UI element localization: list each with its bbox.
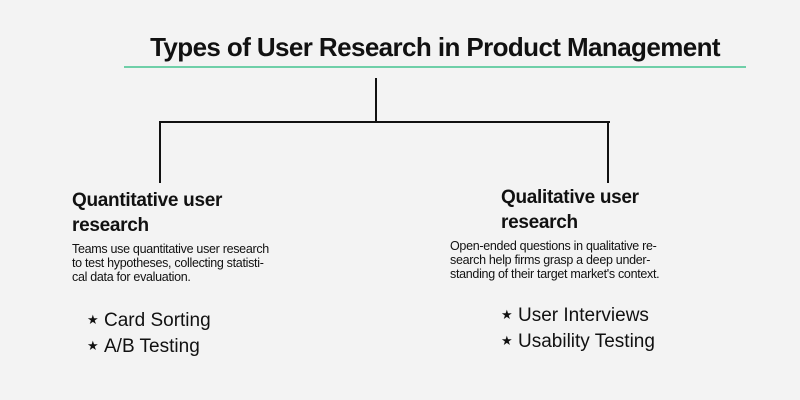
list-item: ★ Card Sorting xyxy=(87,307,211,333)
quantitative-heading: Quantitative user research xyxy=(72,188,222,238)
star-icon: ★ xyxy=(501,333,513,348)
star-icon: ★ xyxy=(87,312,99,327)
description-line: to test hypotheses, collecting statisti- xyxy=(72,256,264,270)
description-line: Teams use quantitative user research xyxy=(72,242,269,256)
star-icon: ★ xyxy=(87,338,99,353)
description-line: Open-ended questions in qualitative re- xyxy=(450,239,657,253)
list-item-label: Card Sorting xyxy=(104,310,211,331)
connector-left xyxy=(159,121,161,183)
qualitative-methods-list: ★ User Interviews ★ Usability Testing xyxy=(501,302,655,354)
qualitative-heading: Qualitative user research xyxy=(501,185,639,235)
connector-right xyxy=(607,121,609,183)
quantitative-description: Teams use quantitative user research to … xyxy=(72,242,269,284)
list-item-label: User Interviews xyxy=(518,305,649,326)
heading-line: research xyxy=(72,215,149,236)
title-underline xyxy=(124,66,746,68)
star-icon: ★ xyxy=(501,307,513,322)
description-line: cal data for evaluation. xyxy=(72,270,191,284)
heading-line: Qualitative user xyxy=(501,187,639,208)
diagram-title: Types of User Research in Product Manage… xyxy=(150,32,720,62)
qualitative-description: Open-ended questions in qualitative re- … xyxy=(450,239,660,281)
connector-horizontal xyxy=(159,121,610,123)
quantitative-methods-list: ★ Card Sorting ★ A/B Testing xyxy=(87,307,211,359)
list-item: ★ User Interviews xyxy=(501,302,655,328)
connector-stem xyxy=(375,78,377,123)
heading-line: Quantitative user xyxy=(72,190,223,211)
description-line: search help firms grasp a deep under- xyxy=(450,253,651,267)
list-item-label: Usability Testing xyxy=(518,331,655,352)
description-line: standing of their target market's contex… xyxy=(450,267,660,281)
list-item-label: A/B Testing xyxy=(104,336,200,357)
list-item: ★ A/B Testing xyxy=(87,333,211,359)
list-item: ★ Usability Testing xyxy=(501,328,655,354)
heading-line: research xyxy=(501,212,578,233)
